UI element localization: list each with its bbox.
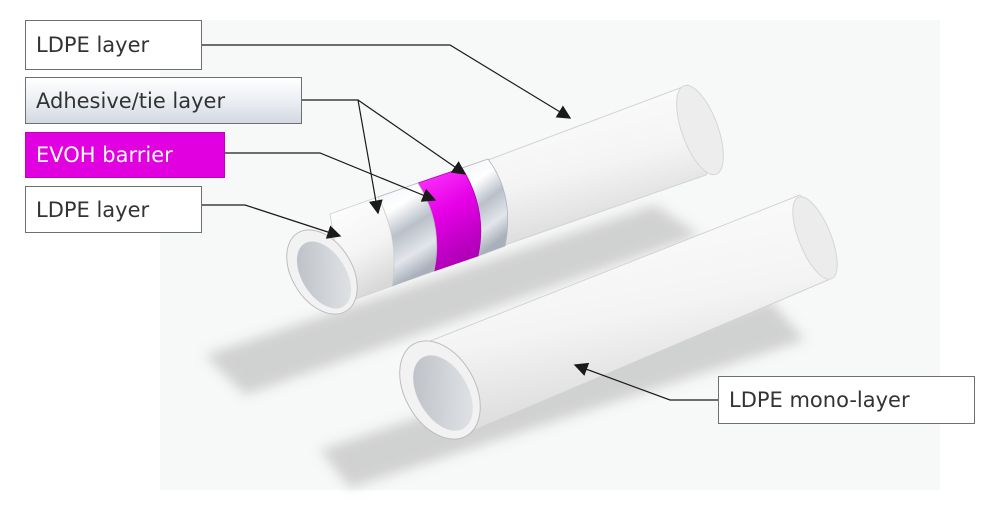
upper-pipe-shadow	[205, 205, 700, 395]
mono-layer-pipe	[399, 194, 838, 440]
lower-pipe-shadow	[320, 300, 805, 488]
adhesive-tie-layer-label: Adhesive/tie layer	[25, 77, 302, 124]
ldpe-mono-layer-label: LDPE mono-layer	[718, 376, 975, 424]
leader-ldpe-inner	[202, 204, 342, 239]
ldpe-inner-layer-label: LDPE layer	[25, 186, 202, 233]
outer-ldpe-end-cap	[676, 84, 724, 176]
mono-pipe-bore	[413, 355, 473, 431]
leader-ldpe-outer	[202, 44, 572, 119]
leader-mono	[573, 362, 718, 401]
evoh-barrier-label: EVOH barrier	[25, 132, 225, 178]
ldpe-outer-layer-label: LDPE layer	[25, 20, 202, 70]
leader-evoh	[225, 152, 437, 202]
leader-adhesive-right	[357, 99, 467, 175]
mono-pipe-end-cap	[792, 196, 838, 280]
inner-pipe-bore	[296, 241, 352, 309]
multilayer-pipe	[286, 84, 724, 315]
